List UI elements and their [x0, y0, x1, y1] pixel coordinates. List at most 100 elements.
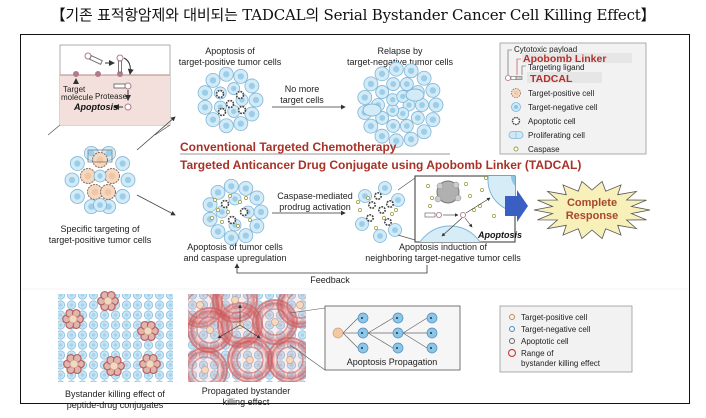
caspase-dot — [228, 194, 232, 198]
feedback-label: Feedback — [310, 275, 350, 285]
tadcal-icon — [504, 75, 523, 82]
target-negative-cell — [357, 312, 369, 324]
propagation-link — [367, 332, 394, 349]
target-positive-cell — [109, 361, 119, 371]
target-negative-cell — [218, 66, 234, 82]
target-positive-cell — [206, 326, 214, 334]
initial-tumor-cluster — [64, 145, 136, 215]
target-negative-cell — [249, 190, 265, 206]
target-positive-cell — [231, 296, 239, 304]
tadcal-arrow-label-1: Caspase-mediated — [277, 191, 353, 201]
propagated-bystander-panel — [188, 294, 306, 382]
target-negative-cell — [386, 93, 400, 107]
apoptotic-cell — [373, 192, 382, 201]
apoptotic-cell — [220, 199, 230, 209]
tadcal-stage2-label-1: Apoptosis induction of — [399, 242, 488, 252]
bystander-spot — [139, 353, 161, 375]
complete-response-label-2: Response — [566, 210, 619, 222]
target-positive-cell — [332, 327, 344, 339]
caspase-dot — [492, 214, 496, 218]
figure-frame — [20, 34, 690, 404]
conv-stage2-label-1: Relapse by — [377, 46, 423, 56]
caspase-dot — [248, 218, 252, 222]
tadcal-bystander-cluster — [355, 181, 405, 243]
target-negative-cell — [238, 180, 254, 196]
target-positive-cell — [145, 359, 155, 369]
target-negative-cell — [253, 204, 269, 220]
target-negative-cell — [227, 82, 241, 95]
apoptotic-cell — [225, 99, 235, 109]
caspase-dot — [210, 216, 214, 220]
target-negative-cell — [210, 224, 226, 240]
legend-bottom-negative: Target-negative cell — [521, 325, 591, 334]
target-negative-cell — [373, 229, 387, 243]
target-negative-dot-icon — [509, 326, 515, 332]
target-negative-cell — [378, 181, 392, 195]
legend-caspase: Caspase — [528, 145, 560, 154]
target-positive-cell — [296, 301, 304, 309]
target-negative-cell — [416, 70, 432, 86]
target-negative-cell — [399, 77, 414, 91]
target-negative-cell — [238, 228, 254, 244]
bystander-spot — [137, 320, 159, 342]
target-negative-cell — [403, 63, 419, 79]
target-positive-cell — [201, 366, 209, 374]
conventional-heading: Conventional Targeted Chemotherapy — [180, 140, 397, 154]
proliferating-cell-icon — [508, 131, 524, 139]
apoptotic-cell — [237, 105, 247, 115]
caspase-dot — [382, 216, 386, 220]
target-positive-cell — [143, 326, 153, 336]
apoptotic-cell — [367, 201, 376, 210]
caspase-dot — [394, 208, 398, 212]
target-negative-cell — [358, 189, 372, 203]
conv-stage1-label-1: Apoptosis of — [205, 46, 255, 56]
apoptosis-zoom-inset: Apoptosis — [397, 175, 522, 243]
apoptotic-cell — [365, 214, 374, 223]
caspase-dot — [366, 196, 370, 200]
target-positive-cell — [87, 184, 103, 200]
caspase-dot — [358, 208, 362, 212]
target-negative-cell — [392, 312, 404, 324]
apoptotic-cell — [385, 200, 394, 209]
caspase-dot — [468, 194, 472, 198]
target-positive-cell — [196, 301, 204, 309]
target-negative-cell — [386, 119, 401, 133]
initial-label-1: Specific targeting of — [60, 224, 140, 234]
propagation-link — [342, 332, 359, 349]
target-negative-cell — [357, 90, 373, 105]
target-positive-cell — [104, 168, 120, 184]
target-negative-cell — [399, 119, 414, 133]
target-negative-cell — [355, 217, 369, 231]
propagation-arrow — [239, 324, 261, 339]
caspase-icon — [513, 146, 519, 152]
target-negative-cell — [428, 97, 444, 113]
legend-target-negative: Target-negative cell — [528, 103, 598, 112]
target-positive-cell — [246, 356, 254, 364]
propagation-range — [188, 347, 228, 382]
target-negative-cell — [391, 193, 405, 207]
zoom-region — [87, 149, 113, 163]
target-positive-cell — [92, 152, 108, 168]
target-positive-cell — [286, 356, 294, 364]
target-negative-cell — [425, 82, 441, 98]
target-negative-cell — [403, 131, 419, 147]
caspase-dot — [374, 226, 378, 230]
target-negative-cell-icon — [511, 102, 521, 112]
proliferating-cell — [362, 88, 425, 117]
tadcal-stage2-label-2: neighboring target-negative tumor cells — [365, 253, 521, 263]
target-negative-cell — [69, 189, 85, 204]
target-negative-cell — [410, 111, 425, 125]
legend-bottom-range-1: Range of — [521, 349, 554, 358]
target-negative-cell — [197, 99, 213, 115]
bystander-spot — [62, 308, 84, 330]
target-negative-cell — [69, 156, 85, 171]
target-negative-cell — [115, 156, 131, 171]
target-negative-cell — [374, 128, 390, 144]
bystander-spot — [103, 355, 125, 377]
propagation-link — [367, 317, 394, 334]
bystander-spot — [63, 353, 85, 375]
caspase-dot — [472, 208, 476, 212]
target-negative-cell — [386, 77, 401, 91]
propagation-arrow — [217, 324, 241, 339]
